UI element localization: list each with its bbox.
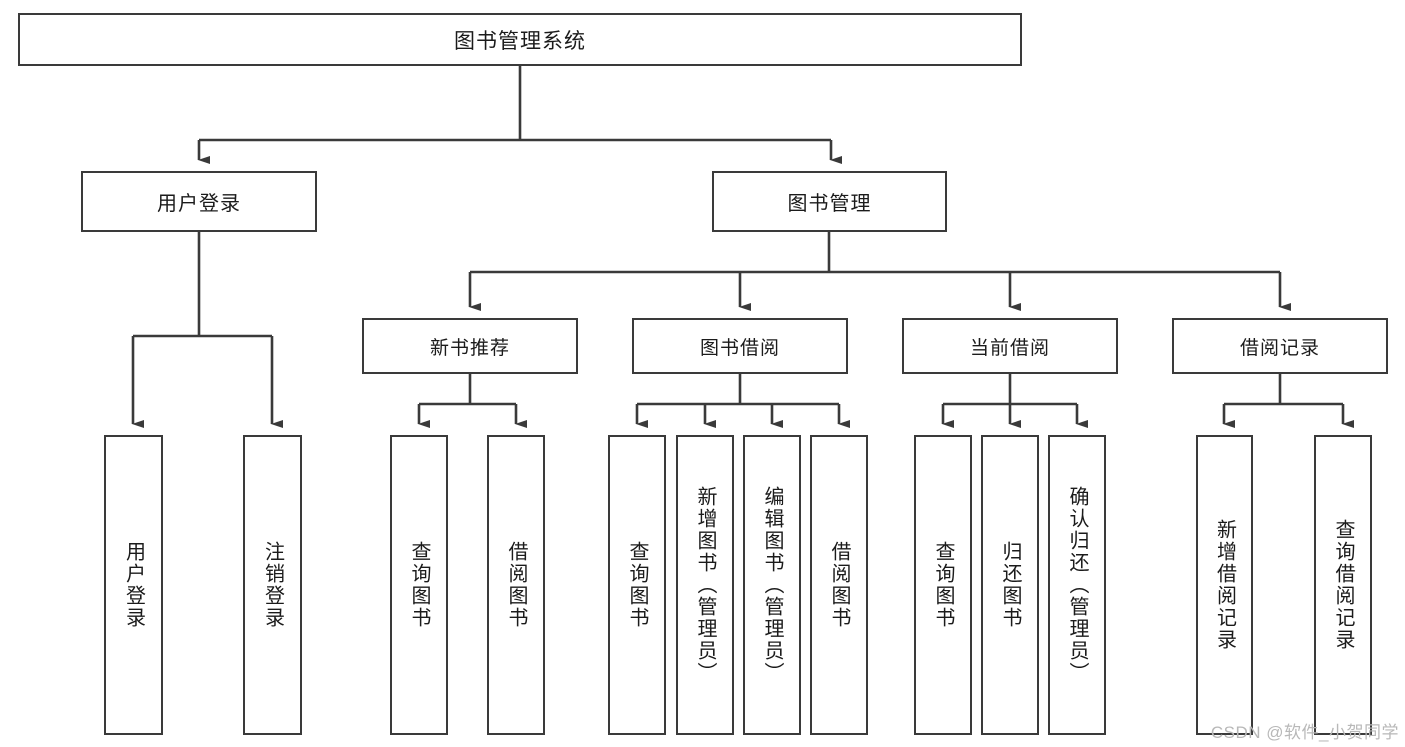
node-leaf-user-login-label: 用户登录: [122, 541, 145, 629]
node-borrow-record-label: 借阅记录: [1239, 337, 1320, 359]
node-current-borrow[interactable]: 当前借阅: [902, 318, 1118, 374]
node-leaf-borrow-book-2-label: 借阅图书: [828, 541, 850, 629]
node-leaf-edit-book[interactable]: 编辑图书（管理员）: [743, 435, 801, 735]
node-leaf-return-book[interactable]: 归还图书: [981, 435, 1039, 735]
node-leaf-query-book-1-label: 查询图书: [408, 541, 430, 629]
node-root[interactable]: 图书管理系统: [18, 13, 1022, 66]
node-book-manage-label: 图书管理: [787, 193, 872, 215]
node-user-login[interactable]: 用户登录: [81, 171, 317, 232]
node-leaf-confirm-return-label: 确认归还（管理员）: [1066, 486, 1088, 684]
node-book-borrow[interactable]: 图书借阅: [632, 318, 848, 374]
node-leaf-query-book-3-label: 查询图书: [932, 541, 954, 629]
node-borrow-record[interactable]: 借阅记录: [1172, 318, 1388, 374]
node-leaf-query-book-2-label: 查询图书: [626, 541, 648, 629]
node-root-label: 图书管理系统: [454, 29, 586, 53]
node-leaf-borrow-book-1-label: 借阅图书: [505, 541, 527, 629]
node-current-borrow-label: 当前借阅: [969, 337, 1050, 359]
node-leaf-borrow-book-2[interactable]: 借阅图书: [810, 435, 868, 735]
node-book-borrow-label: 图书借阅: [699, 337, 780, 359]
node-leaf-user-login[interactable]: 用户登录: [104, 435, 163, 735]
node-leaf-edit-book-label: 编辑图书（管理员）: [761, 486, 783, 684]
node-leaf-add-book-label: 新增图书（管理员）: [694, 486, 716, 684]
node-book-manage[interactable]: 图书管理: [712, 171, 947, 232]
node-leaf-return-book-label: 归还图书: [999, 541, 1021, 629]
node-leaf-borrow-book-1[interactable]: 借阅图书: [487, 435, 545, 735]
node-leaf-query-record-label: 查询借阅记录: [1332, 519, 1354, 651]
node-leaf-user-logout[interactable]: 注销登录: [243, 435, 302, 735]
node-leaf-query-record[interactable]: 查询借阅记录: [1314, 435, 1372, 735]
watermark: CSDN @软件_小贺同学: [1210, 723, 1399, 742]
node-leaf-add-record-label: 新增借阅记录: [1213, 519, 1236, 651]
node-leaf-query-book-3[interactable]: 查询图书: [914, 435, 972, 735]
node-leaf-user-logout-label: 注销登录: [261, 541, 284, 629]
node-leaf-query-book-1[interactable]: 查询图书: [390, 435, 448, 735]
node-new-book-recommend[interactable]: 新书推荐: [362, 318, 578, 374]
node-new-book-recommend-label: 新书推荐: [429, 337, 510, 359]
node-leaf-add-record[interactable]: 新增借阅记录: [1196, 435, 1253, 735]
node-leaf-confirm-return[interactable]: 确认归还（管理员）: [1048, 435, 1106, 735]
node-leaf-add-book[interactable]: 新增图书（管理员）: [676, 435, 734, 735]
node-user-login-label: 用户登录: [157, 193, 241, 215]
node-leaf-query-book-2[interactable]: 查询图书: [608, 435, 666, 735]
